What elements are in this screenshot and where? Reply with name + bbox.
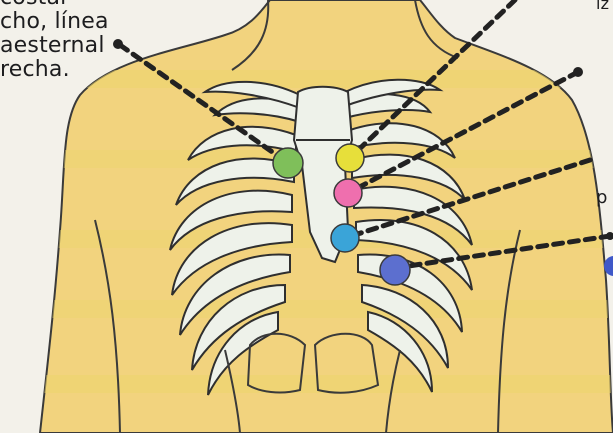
- annotation-left-line-3: aesternal: [0, 34, 105, 58]
- purple-point-marker: [380, 255, 410, 285]
- annotation-left-line-4: recha.: [0, 58, 70, 82]
- blue-point-marker: [331, 224, 359, 252]
- yellow-point-marker: [336, 144, 364, 172]
- leader-dot-right-1: [573, 67, 583, 77]
- annotation-left-line-2: cho, línea: [0, 10, 109, 34]
- leader-dot-left: [113, 39, 123, 49]
- pink-point-marker: [334, 179, 362, 207]
- green-point-marker: [273, 148, 303, 178]
- annotation-right-mid: p: [596, 186, 608, 210]
- annotation-right-top: iz: [596, 0, 609, 16]
